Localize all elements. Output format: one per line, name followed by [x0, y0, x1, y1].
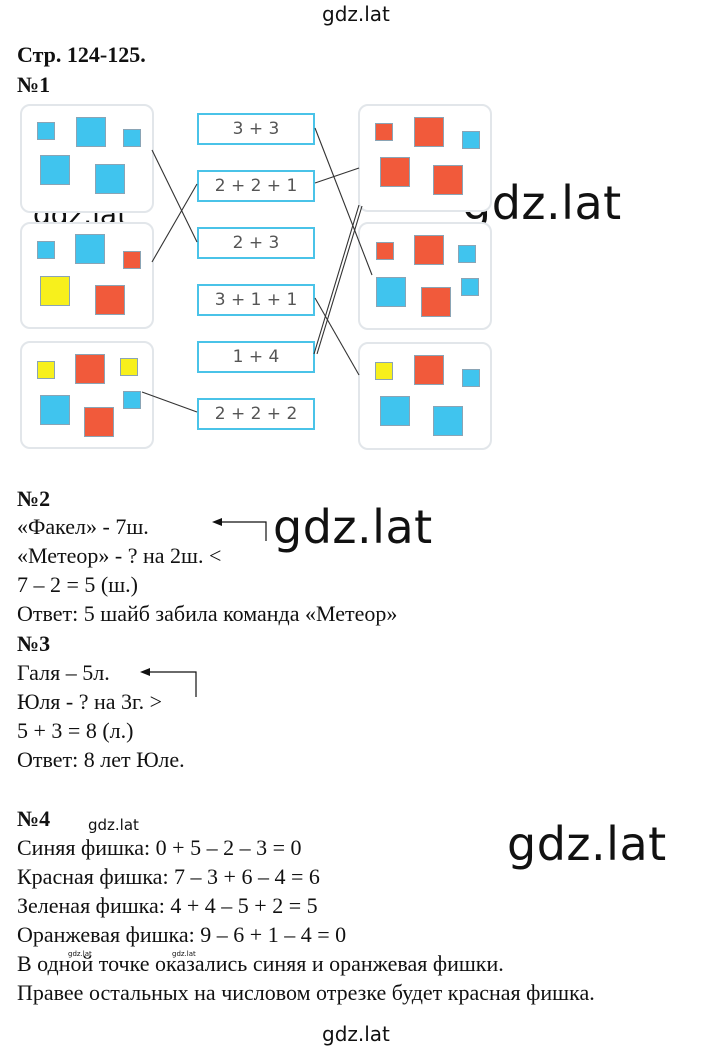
- red-square: [375, 123, 393, 141]
- task2-line-2: «Метеор» - ? на 2ш. <: [17, 543, 222, 568]
- watermark-tiny-2: gdz.lat: [172, 950, 196, 958]
- task4-line-3: Зеленая фишка: 4 + 4 – 5 + 2 = 5: [17, 893, 318, 918]
- task4-line-5: В одной точке оказались синяя и оранжева…: [17, 951, 504, 976]
- yellow-square: [37, 361, 55, 379]
- left-card-3: [20, 341, 154, 449]
- task3-line-1: Галя – 5л.: [17, 660, 110, 685]
- task3-line-3: 5 + 3 = 8 (л.): [17, 718, 134, 743]
- task3-number: №3: [17, 631, 51, 656]
- blue-square: [462, 369, 480, 387]
- expression-box-5: 1 + 4: [197, 341, 315, 373]
- arrow-line-task2: [218, 521, 267, 541]
- yellow-square: [120, 358, 138, 376]
- left-card-2: [20, 222, 154, 329]
- arrow-head-task3: [140, 668, 150, 676]
- connector-line: [151, 183, 198, 263]
- red-square: [84, 407, 114, 437]
- blue-square: [462, 131, 480, 149]
- task1-number: №1: [17, 72, 51, 97]
- blue-square: [95, 164, 125, 194]
- blue-square: [40, 155, 70, 185]
- right-card-1: [358, 104, 492, 212]
- red-square: [421, 287, 451, 317]
- expression-box-1: 3 + 3: [197, 113, 315, 145]
- expression-box-3: 2 + 3: [197, 227, 315, 259]
- task4-line-2: Красная фишка: 7 – 3 + 6 – 4 = 6: [17, 864, 320, 889]
- blue-square: [75, 234, 105, 264]
- blue-square: [37, 122, 55, 140]
- task4-line-4: Оранжевая фишка: 9 – 6 + 1 – 4 = 0: [17, 922, 347, 947]
- red-square: [123, 251, 141, 269]
- arrow-head-task2: [212, 518, 222, 526]
- connector-line: [313, 204, 360, 355]
- task2-number: №2: [17, 486, 51, 511]
- blue-square: [433, 406, 463, 436]
- expression-box-4: 3 + 1 + 1: [197, 284, 315, 316]
- red-square: [95, 285, 125, 315]
- right-card-2: [358, 222, 492, 330]
- red-square: [414, 117, 444, 147]
- blue-square: [37, 241, 55, 259]
- left-card-1: [20, 104, 154, 213]
- connector-line: [316, 205, 363, 355]
- connector-line: [314, 127, 373, 276]
- expression-box-6: 2 + 2 + 2: [197, 398, 315, 430]
- blue-square: [40, 395, 70, 425]
- blue-square: [123, 391, 141, 409]
- page-header: Стр. 124-125.: [17, 42, 146, 67]
- blue-square: [458, 245, 476, 263]
- right-card-3: [358, 342, 492, 450]
- watermark-task4-big: gdz.lat: [507, 817, 667, 871]
- yellow-square: [40, 276, 70, 306]
- task4-number: №4: [17, 806, 51, 831]
- red-square: [380, 157, 410, 187]
- red-square: [75, 354, 105, 384]
- blue-square: [76, 117, 106, 147]
- task2-line-3: 7 – 2 = 5 (ш.): [17, 572, 138, 597]
- task3-line-2: Юля - ? на 3г. >: [17, 689, 162, 714]
- arrow-line-task3: [146, 671, 197, 697]
- task2-line-1: «Факел» - 7ш.: [17, 514, 149, 539]
- expression-box-2: 2 + 2 + 1: [197, 170, 315, 202]
- connector-line: [151, 149, 198, 243]
- watermark-task2: gdz.lat: [273, 500, 433, 554]
- connector-line: [314, 167, 360, 184]
- watermark-bottom: gdz.lat: [322, 1022, 390, 1046]
- watermark-tiny-1: gdz.lat: [68, 950, 92, 958]
- task4-line-1: Синяя фишка: 0 + 5 – 2 – 3 = 0: [17, 835, 302, 860]
- blue-square: [461, 278, 479, 296]
- blue-square: [376, 277, 406, 307]
- yellow-square: [375, 362, 393, 380]
- connector-line: [314, 297, 360, 376]
- red-square: [433, 165, 463, 195]
- watermark-task4-small: gdz.lat: [88, 816, 139, 834]
- red-square: [376, 242, 394, 260]
- blue-square: [123, 129, 141, 147]
- red-square: [414, 235, 444, 265]
- blue-square: [380, 396, 410, 426]
- red-square: [414, 355, 444, 385]
- task4-line-6: Правее остальных на числовом отрезке буд…: [17, 980, 595, 1005]
- connector-line: [141, 391, 198, 413]
- watermark-top: gdz.lat: [322, 2, 390, 26]
- task2-line-4: Ответ: 5 шайб забила команда «Метеор»: [17, 601, 398, 626]
- task3-line-4: Ответ: 8 лет Юле.: [17, 747, 185, 772]
